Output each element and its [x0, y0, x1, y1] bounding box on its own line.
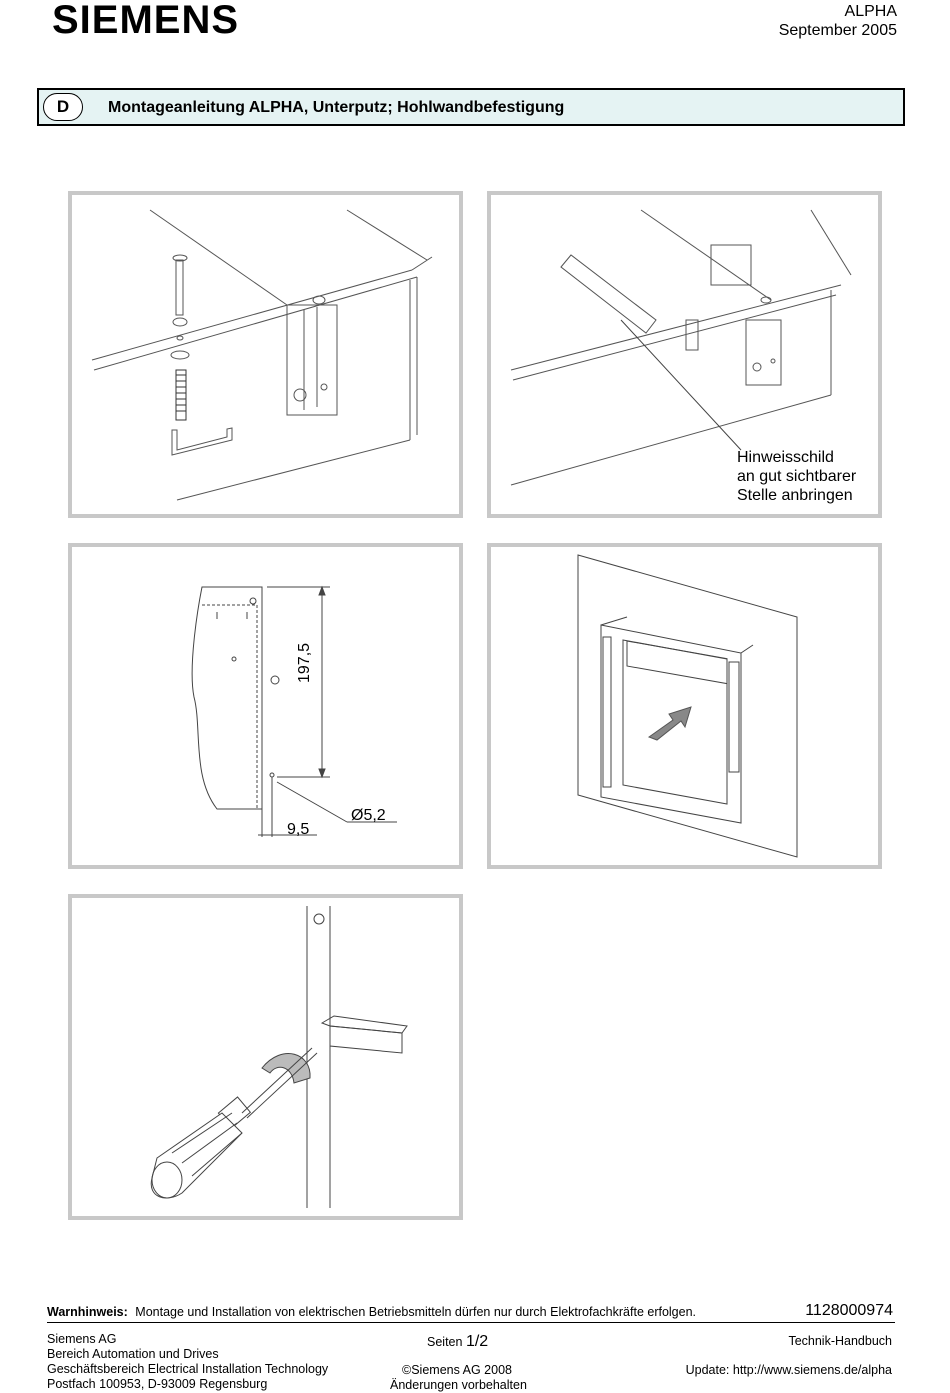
document-number: 1128000974 [805, 1302, 893, 1319]
illustration-panel-5 [68, 894, 463, 1220]
warning-notice: Warnhinweis: Montage und Installation vo… [47, 1305, 696, 1320]
document-date: September 2005 [778, 22, 897, 39]
company-line-1: Siemens AG [47, 1332, 117, 1346]
page-counter: Seiten 1/2 [427, 1334, 488, 1350]
illustration-panel-3: 197,5 9,5 Ø5,2 [68, 543, 463, 869]
title-bar: D Montageanleitung ALPHA, Unterputz; Hoh… [37, 88, 905, 126]
pages-label: Seiten [427, 1335, 463, 1349]
copyright: ©Siemens AG 2008 [402, 1363, 512, 1377]
footer-divider [47, 1322, 895, 1323]
company-line-2: Bereich Automation und Drives [47, 1347, 219, 1361]
illustration-panel-2: Hinweisschild an gut sichtbarer Stelle a… [487, 191, 882, 518]
diameter-dimension: Ø5,2 [351, 807, 386, 824]
page-title: Montageanleitung ALPHA, Unterputz; Hohlw… [108, 99, 565, 116]
language-badge: D [43, 93, 83, 121]
warning-sign-illustration [510, 209, 852, 486]
company-line-4: Postfach 100953, D-93009 Regensburg [47, 1377, 268, 1391]
sign-instruction-line-2: an gut sichtbarer [737, 468, 857, 485]
height-dimension: 197,5 [296, 642, 313, 683]
warning-label: Warnhinweis: [47, 1305, 128, 1319]
illustration-panel-4 [487, 543, 882, 869]
header-info: ALPHA September 2005 [779, 2, 897, 40]
drilling-dimension-illustration [191, 585, 397, 837]
product-name: ALPHA [844, 3, 897, 20]
pages-value: 1/2 [465, 1333, 489, 1350]
company-address: Siemens AG Bereich Automation und Drives… [47, 1332, 328, 1392]
offset-dimension: 9,5 [287, 821, 310, 838]
siemens-logo: SIEMENS [52, 0, 240, 42]
screwdriver-illustration [150, 906, 408, 1208]
sign-instruction-line-3: Stelle anbringen [737, 487, 853, 504]
sign-instruction-label: Hinweisschild an gut sichtbarer Stelle a… [737, 448, 856, 505]
illustration-panel-1 [68, 191, 463, 518]
changes-note: Änderungen vorbehalten [390, 1378, 527, 1392]
company-line-3: Geschäftsbereich Electrical Installation… [47, 1362, 329, 1376]
anchor-screw-illustration [91, 209, 433, 501]
handbook-label: Technik-Handbuch [788, 1334, 892, 1348]
warning-text: Montage und Installation von elektrische… [135, 1305, 697, 1319]
update-url: Update: http://www.siemens.de/alpha [685, 1363, 892, 1377]
box-insertion-illustration [577, 554, 798, 858]
sign-instruction-line-1: Hinweisschild [737, 449, 834, 466]
